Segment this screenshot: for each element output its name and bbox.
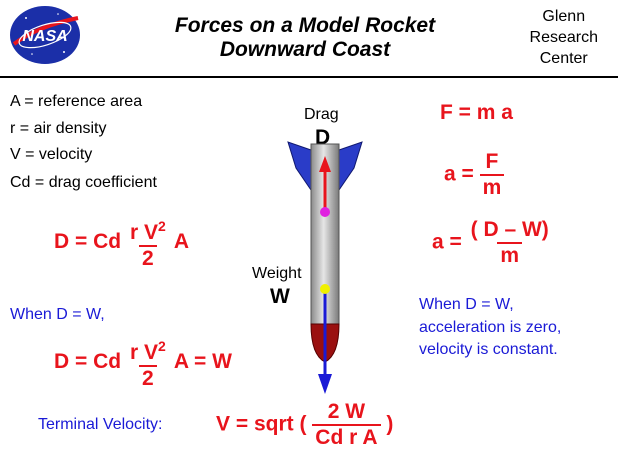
net-accel-eq-denominator: m [497,242,523,268]
weight-arrowhead [318,374,332,394]
rocket-diagram [287,141,363,394]
drag-eq-denominator: 2 [139,245,157,271]
drag-equation: D = Cd r V2 2 A [54,214,189,271]
balance-eq-rhs: A = W [173,350,232,374]
drag-arrowhead [319,156,331,172]
title-line-2: Downward Coast [219,38,391,61]
balance-eq-lhs: D = Cd [54,350,122,374]
terminal-eq-fraction: 2 W Cd r A [312,400,381,450]
definition-drag-coefficient: Cd = drag coefficient [10,174,157,191]
definition-area: A = reference area [10,93,143,110]
center-line-2: Research [529,29,598,46]
conclusion-line-1: When D = W, [419,296,514,313]
accel-eq-fraction: F m [479,150,505,200]
header-divider [0,76,618,78]
net-acceleration-equation: a = ( D – W) m [432,218,552,268]
acceleration-equation: a = F m [444,150,505,200]
left-fin [287,141,312,192]
terminal-eq-numerator: 2 W [327,400,366,423]
accel-eq-denominator: m [479,174,505,200]
accel-eq-numerator: F [485,150,499,173]
drag-symbol: D [315,126,331,149]
page-title: Forces on a Model Rocket Downward Coast [120,14,490,62]
center-of-pressure-dot [320,207,330,217]
drag-eq-exponent: 2 [157,218,166,234]
right-fin [338,141,363,192]
weight-label: Weight [252,265,302,282]
balance-eq-numerator: r V [129,341,158,364]
definition-velocity: V = velocity [10,146,93,163]
conclusion-line-2: acceleration is zero, [419,319,562,336]
drag-eq-fraction: r V2 2 [127,214,169,271]
terminal-eq-close: ) [386,412,394,436]
terminal-eq-lhs: V = sqrt ( [216,412,307,436]
drag-eq-numerator: r V [129,221,158,244]
center-line-1: Glenn [542,8,586,25]
weight-symbol: W [270,285,290,308]
accel-eq-lhs: a = [444,162,474,186]
definition-density: r = air density [10,120,107,137]
terminal-eq-denominator: Cd r A [312,424,381,450]
center-of-gravity-dot [320,284,330,294]
net-accel-eq-numerator: ( D – W) [470,218,549,241]
newton-equation: F = m a [440,101,513,124]
balance-eq-exponent: 2 [157,338,166,354]
nasa-logo: NASA [10,6,80,64]
title-line-1: Forces on a Model Rocket [174,14,436,37]
drag-eq-lhs: D = Cd [54,230,122,254]
balance-eq-fraction: r V2 2 [127,334,169,391]
terminal-velocity-label: Terminal Velocity: [38,416,163,433]
net-accel-eq-fraction: ( D – W) m [468,218,552,268]
conclusion-line-3: velocity is constant. [419,341,558,358]
center-line-3: Center [539,50,588,67]
drag-eq-rhs: A [173,230,189,254]
nasa-logo-text: NASA [22,28,67,45]
center-name: Glenn Research Center [530,6,598,69]
drag-label: Drag [304,106,339,123]
balance-condition: When D = W, [10,306,105,323]
balance-equation: D = Cd r V2 2 A = W [54,334,232,391]
net-accel-eq-lhs: a = [432,230,462,254]
balance-eq-denominator: 2 [139,365,157,391]
terminal-velocity-equation: V = sqrt ( 2 W Cd r A ) [216,400,393,450]
